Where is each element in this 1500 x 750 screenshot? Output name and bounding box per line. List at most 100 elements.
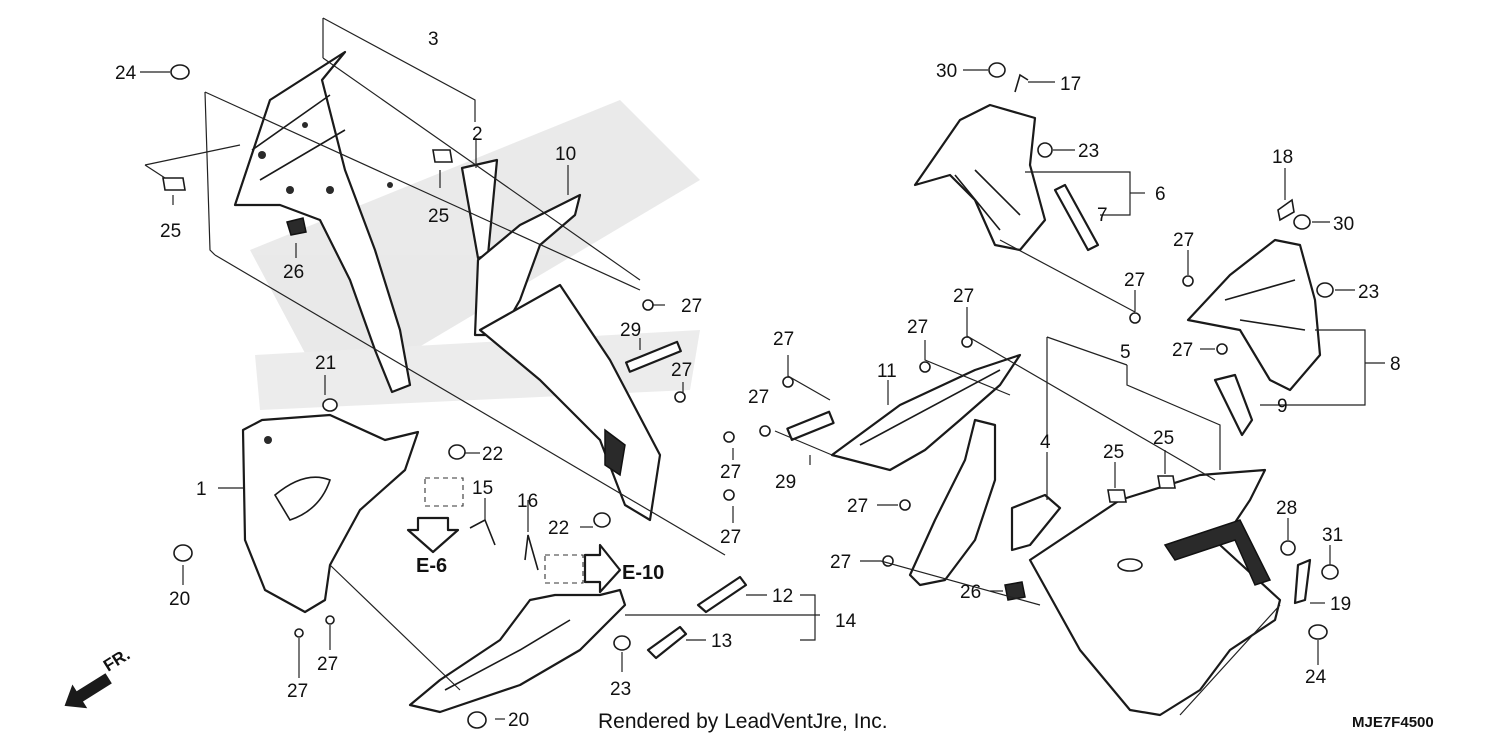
callout-27-b: 27 bbox=[671, 360, 692, 381]
callout-27-j: 27 bbox=[953, 286, 974, 307]
part-13-trim[interactable] bbox=[646, 625, 688, 660]
callout-30-upper: 30 bbox=[936, 61, 957, 82]
callout-20-upper: 20 bbox=[169, 589, 190, 610]
callout-18: 18 bbox=[1272, 147, 1293, 168]
bolt-24-right[interactable] bbox=[1308, 624, 1328, 640]
part-29-trim-lower[interactable] bbox=[786, 410, 835, 441]
clip-25-left[interactable] bbox=[162, 177, 186, 191]
callout-27-i: 27 bbox=[907, 317, 928, 338]
callout-26-right: 26 bbox=[960, 582, 981, 603]
bracket-16[interactable] bbox=[524, 534, 539, 571]
front-direction-arrow bbox=[64, 673, 112, 709]
callout-26-left: 26 bbox=[283, 262, 304, 283]
callout-28: 28 bbox=[1276, 498, 1297, 519]
callout-22-lower: 22 bbox=[548, 518, 569, 539]
screw-27-mid-d[interactable] bbox=[723, 489, 735, 501]
inner-panel-part-6[interactable] bbox=[913, 103, 1047, 252]
clip-25-mid[interactable] bbox=[432, 149, 453, 163]
grommet-26-right[interactable] bbox=[1004, 581, 1026, 601]
inset-box-e6 bbox=[424, 477, 464, 507]
clip-18[interactable] bbox=[1277, 198, 1295, 222]
inner-panel-part-8[interactable] bbox=[1186, 238, 1322, 392]
callout-23-lower: 23 bbox=[610, 679, 631, 700]
nut-28[interactable] bbox=[1280, 540, 1296, 556]
callout-27-h: 27 bbox=[748, 387, 769, 408]
callout-25-left: 25 bbox=[160, 221, 181, 242]
clip-25-right-a[interactable] bbox=[1107, 489, 1127, 503]
screw-30-right[interactable] bbox=[1293, 214, 1311, 230]
collar-20-lower[interactable] bbox=[467, 711, 487, 729]
inner-cowl-part-10[interactable] bbox=[473, 193, 662, 522]
screw-21[interactable] bbox=[322, 398, 338, 412]
part-29-trim-upper[interactable] bbox=[624, 340, 682, 373]
clip-25-right-b[interactable] bbox=[1157, 475, 1176, 489]
grommet-23-upper[interactable] bbox=[1037, 142, 1053, 158]
screw-23-lower[interactable] bbox=[613, 635, 631, 651]
screw-27-mid-a[interactable] bbox=[642, 299, 654, 311]
screw-27-left-a[interactable] bbox=[294, 628, 304, 638]
ref-label-e6: E-6 bbox=[416, 555, 447, 577]
callout-27-g: 27 bbox=[773, 329, 794, 350]
screw-27-mid-b[interactable] bbox=[674, 391, 686, 403]
callout-27-e: 27 bbox=[287, 681, 308, 702]
callout-27-f: 27 bbox=[317, 654, 338, 675]
panel-part-4[interactable] bbox=[1010, 493, 1062, 552]
screw-27-right-h[interactable] bbox=[899, 499, 911, 511]
callout-4: 4 bbox=[1040, 432, 1051, 453]
side-cowl-part-5[interactable] bbox=[908, 418, 1282, 717]
callout-27-o: 27 bbox=[1124, 270, 1145, 291]
part-9-plate[interactable] bbox=[1213, 373, 1254, 437]
callout-19: 19 bbox=[1330, 594, 1351, 615]
callout-15: 15 bbox=[472, 478, 493, 499]
screw-31[interactable] bbox=[1321, 564, 1339, 580]
inset-box-e10 bbox=[544, 554, 584, 584]
callout-14: 14 bbox=[835, 611, 857, 632]
screw-27-right-a[interactable] bbox=[1129, 312, 1141, 324]
clip-17[interactable] bbox=[1014, 73, 1029, 93]
bracket-15[interactable] bbox=[469, 518, 496, 546]
screw-27-right-f[interactable] bbox=[782, 376, 794, 388]
callout-17: 17 bbox=[1060, 74, 1081, 95]
part-12-trim[interactable] bbox=[696, 575, 748, 614]
fastener-24-left[interactable] bbox=[170, 64, 190, 80]
callout-24-lower: 24 bbox=[1305, 667, 1327, 688]
callout-8: 8 bbox=[1390, 354, 1401, 375]
callout-27-m: 27 bbox=[1173, 230, 1194, 251]
ref-label-e10: E-10 bbox=[622, 562, 664, 584]
callout-27-d: 27 bbox=[720, 527, 741, 548]
callout-21: 21 bbox=[315, 353, 336, 374]
callout-12: 12 bbox=[772, 586, 793, 607]
callout-13: 13 bbox=[711, 631, 732, 652]
callout-7: 7 bbox=[1097, 205, 1108, 226]
screw-30-upper[interactable] bbox=[988, 62, 1006, 78]
ref-arrow-e6[interactable] bbox=[406, 516, 460, 554]
upper-cowl-left[interactable] bbox=[233, 50, 412, 394]
bracket-19[interactable] bbox=[1293, 558, 1312, 605]
right-leader-lines bbox=[774, 69, 1385, 716]
callout-25-mid: 25 bbox=[428, 206, 449, 227]
screw-27-right-b[interactable] bbox=[1182, 275, 1194, 287]
screw-27-right-c[interactable] bbox=[1216, 343, 1228, 355]
callout-1: 1 bbox=[196, 479, 207, 500]
screw-27-left-b[interactable] bbox=[325, 615, 335, 625]
bolt-22-lower[interactable] bbox=[593, 512, 611, 528]
callout-2: 2 bbox=[472, 124, 483, 145]
screw-23-right[interactable] bbox=[1316, 282, 1334, 298]
collar-20-upper[interactable] bbox=[173, 544, 193, 562]
callout-31: 31 bbox=[1322, 525, 1343, 546]
middle-cowl-part-1[interactable] bbox=[241, 413, 420, 614]
screw-27-mid-c[interactable] bbox=[723, 431, 735, 443]
part-7-strip[interactable] bbox=[1053, 183, 1100, 252]
cover-part-11[interactable] bbox=[830, 353, 1022, 472]
callout-23-upper: 23 bbox=[1078, 141, 1099, 162]
lower-cowl-part-14[interactable] bbox=[408, 588, 627, 714]
screw-27-right-g[interactable] bbox=[759, 425, 771, 437]
bolt-22-upper[interactable] bbox=[448, 444, 466, 460]
screw-27-right-d[interactable] bbox=[961, 336, 973, 348]
callout-27-l: 27 bbox=[830, 552, 851, 573]
screw-27-right-e[interactable] bbox=[919, 361, 931, 373]
ref-arrow-e10[interactable] bbox=[583, 543, 622, 594]
callout-6: 6 bbox=[1155, 184, 1166, 205]
grommet-26-left[interactable] bbox=[286, 217, 307, 236]
